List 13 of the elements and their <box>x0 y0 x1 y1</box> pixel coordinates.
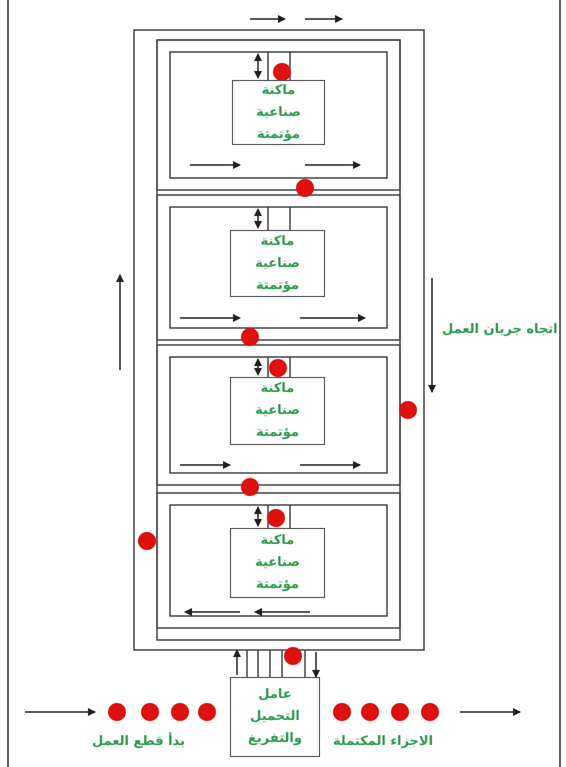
node-label: ماكنة صناعية مؤتمتة <box>254 232 301 294</box>
node-label: عامل التحميل والتفريغ <box>247 686 303 748</box>
loading-station-box <box>230 677 320 757</box>
node-label: ماكنة صناعية مؤتمتة <box>254 380 301 442</box>
node-label: ماكنة صناعية مؤتمتة <box>254 532 301 594</box>
flow-direction-label: اتجاه جريان العمل <box>442 322 558 337</box>
caption-label: الاجزاء المكتملة <box>333 734 434 749</box>
caption-label: بدأ قطع العمل <box>92 734 185 749</box>
machine-box <box>230 230 325 297</box>
node-label: ماكنة صناعية مؤتمتة <box>255 82 302 144</box>
machine-box <box>230 377 325 445</box>
machine-box <box>230 528 325 598</box>
machine-box <box>232 80 325 145</box>
